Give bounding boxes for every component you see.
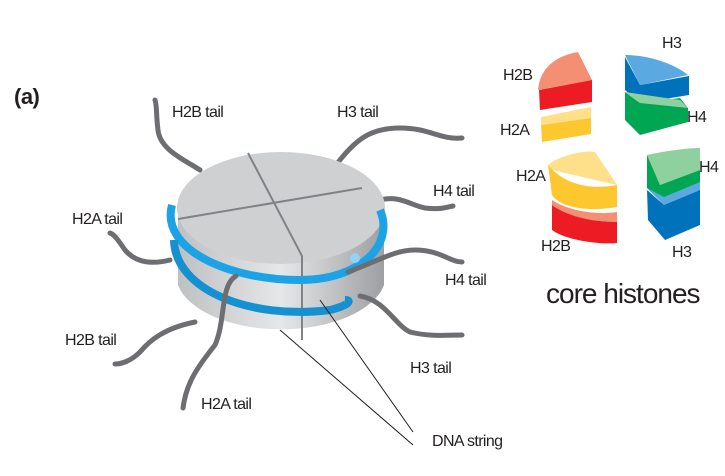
dna-band-upper	[166, 203, 388, 285]
h4-lower-tail	[345, 247, 465, 275]
label-h3-bottom-tail: H3 tail	[410, 360, 451, 377]
label-dna-string: DNA string	[432, 433, 502, 450]
core-label-h2a-top: H2A	[500, 122, 530, 139]
h2a-left-tail	[107, 230, 173, 265]
core-label-h2a-bottom: H2A	[516, 168, 546, 185]
h3-top-tail	[333, 125, 465, 168]
core-histone-pieces	[538, 52, 700, 244]
panel-label: (a)	[14, 84, 40, 109]
core-label-h2b-bottom: H2B	[541, 238, 570, 255]
label-h4-lower-tail: H4 tail	[445, 272, 486, 289]
dna-pointer-lines	[279, 299, 414, 446]
core-label-h3-bottom: H3	[672, 244, 692, 261]
h2b-top-tail	[152, 97, 203, 173]
core-label-h4-top: H4	[687, 109, 707, 126]
core-histones-title: core histones	[546, 278, 700, 309]
dna-band-lower	[170, 239, 353, 316]
core-label-h2b-top: H2B	[503, 67, 532, 84]
label-h2a-left-tail: H2A tail	[72, 211, 122, 228]
dna-end	[350, 253, 360, 263]
label-h2a-bottom-tail: H2A tail	[201, 396, 251, 413]
h2b-left-tail	[112, 319, 198, 367]
core-cylinder-top	[177, 152, 385, 264]
label-h3-top-tail: H3 tail	[337, 104, 378, 121]
h4-upper-tail	[377, 196, 456, 212]
h3-bottom-tail	[357, 293, 465, 338]
core-label-h3-top: H3	[662, 35, 682, 52]
label-h4-upper-tail: H4 tail	[433, 183, 474, 200]
label-h2b-top-tail: H2B tail	[172, 104, 223, 121]
h2a-bottom-tail	[180, 273, 239, 411]
label-h2b-left-tail: H2B tail	[65, 332, 116, 349]
core-label-h4-bottom: H4	[699, 159, 719, 176]
